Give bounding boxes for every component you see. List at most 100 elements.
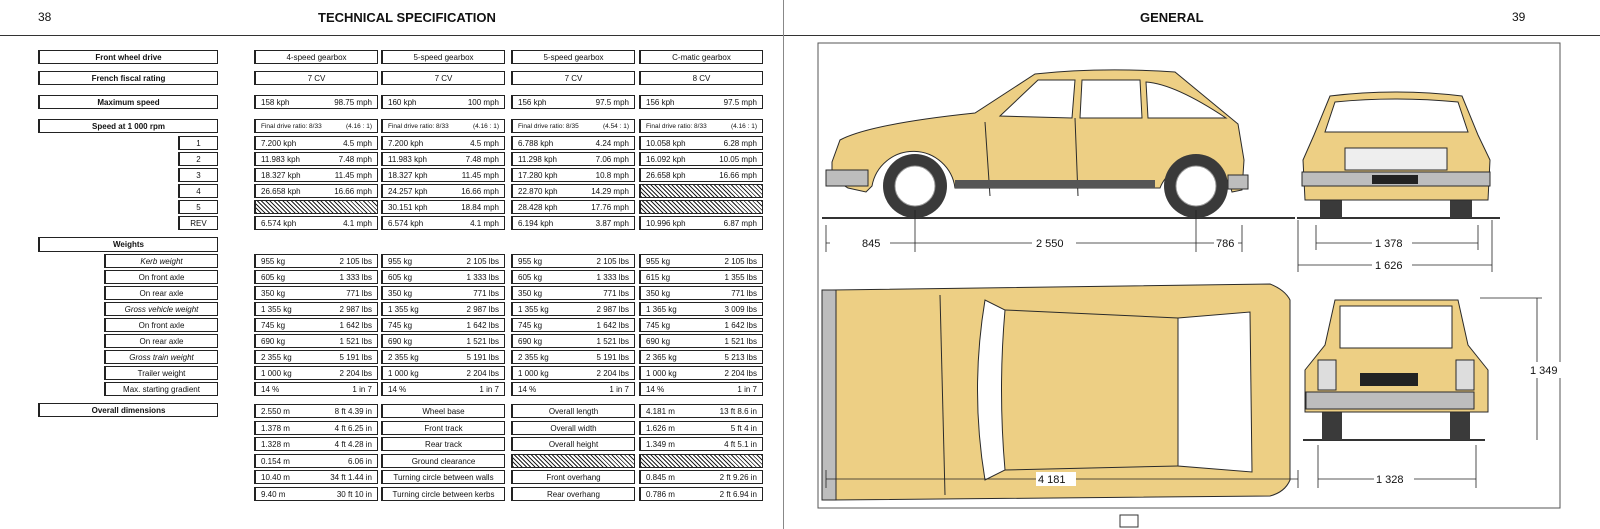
imperial-value: 2 105 lbs xyxy=(724,256,757,266)
gear-label: REV xyxy=(178,216,218,230)
front-plate xyxy=(1372,175,1418,184)
gear-label: 5 xyxy=(178,200,218,214)
left-page-number: 38 xyxy=(38,10,52,24)
dimension-label: Front overhang xyxy=(511,470,635,484)
top-body xyxy=(825,283,1291,501)
metric-value: 9.40 m xyxy=(261,489,286,499)
metric-value: 4.181 m xyxy=(646,406,675,416)
dim-overall-width: 1 626 xyxy=(1375,260,1403,272)
gearbox-header: 5-speed gearbox xyxy=(381,50,505,64)
imperial-value: 5 213 lbs xyxy=(724,352,757,362)
imperial-value: 4.5 mph xyxy=(470,138,499,148)
imperial-value: 1 333 lbs xyxy=(466,272,499,282)
front-hub xyxy=(894,165,936,207)
weight-cell: 14 %1 in 7 xyxy=(639,382,763,396)
imperial-value: 2 ft 6.94 in xyxy=(719,489,757,499)
page-gutter xyxy=(783,0,784,529)
metric-value: 745 kg xyxy=(518,320,543,330)
imperial-value: 3.87 mph xyxy=(595,218,629,228)
not-applicable-cell xyxy=(639,454,763,468)
imperial-value: 2 204 lbs xyxy=(466,368,499,378)
dimension-label: Wheel base xyxy=(381,404,505,418)
imperial-value: 16.66 mph xyxy=(461,186,499,196)
metric-value: 18.327 kph xyxy=(261,170,301,180)
metric-value: 7.200 kph xyxy=(388,138,424,148)
imperial-value: 4.1 mph xyxy=(470,218,499,228)
roof-edge xyxy=(1004,309,1179,319)
imperial-value: 13 ft 8.6 in xyxy=(719,406,757,416)
metric-value: 160 kph xyxy=(388,97,417,107)
metric-value: 14 % xyxy=(646,384,665,394)
metric-value: 1 355 kg xyxy=(261,304,292,314)
imperial-value: 4.24 mph xyxy=(595,138,629,148)
imperial-value: 1 521 lbs xyxy=(596,336,629,346)
weight-cell: 14 %1 in 7 xyxy=(381,382,505,396)
metric-value: 1 355 kg xyxy=(388,304,419,314)
metric-value: 1 000 kg xyxy=(518,368,549,378)
weight-cell: 1 000 kg 2 204 lbs xyxy=(511,366,635,380)
bonnet-line xyxy=(939,294,946,496)
weight-label: On rear axle xyxy=(104,334,218,348)
metric-value: 26.658 kph xyxy=(261,186,301,196)
not-applicable-cell xyxy=(511,454,635,468)
imperial-value: 2 204 lbs xyxy=(339,368,372,378)
dimension-label: Ground clearance xyxy=(381,454,505,468)
dimension-label: Overall height xyxy=(511,437,635,451)
imperial-value: 1 in 7 xyxy=(609,384,629,394)
metric-value: 14 % xyxy=(518,384,537,394)
rear-hub xyxy=(1175,165,1217,207)
imperial-value: 2 105 lbs xyxy=(339,256,372,266)
dim-overall-height: 1 349 xyxy=(1530,365,1558,377)
imperial-value: 1 642 lbs xyxy=(339,320,372,330)
sill xyxy=(955,180,1155,188)
imperial-value: 7.06 mph xyxy=(595,154,629,164)
gearbox-header: 5-speed gearbox xyxy=(511,50,635,64)
metric-value: 605 kg xyxy=(518,272,543,282)
imperial-value: 1 642 lbs xyxy=(466,320,499,330)
metric-value: 10.40 m xyxy=(261,472,290,482)
imperial-value: 14.29 mph xyxy=(591,186,629,196)
top-windscreen xyxy=(977,299,1006,481)
weight-label: On rear axle xyxy=(104,286,218,300)
imperial-value: 1 521 lbs xyxy=(466,336,499,346)
imperial-value: 97.5 mph xyxy=(595,97,629,107)
imperial-value: 4.1 mph xyxy=(343,218,372,228)
imperial-value: 1 642 lbs xyxy=(596,320,629,330)
imperial-value: 2 105 lbs xyxy=(596,256,629,266)
metric-value: 6.194 kph xyxy=(518,218,554,228)
front-view xyxy=(1297,91,1500,219)
imperial-value: 771 lbs xyxy=(346,288,372,298)
imperial-value: 2 987 lbs xyxy=(596,304,629,314)
dimension-label: Turning circle between walls xyxy=(381,470,505,484)
metric-value: 6.574 kph xyxy=(261,218,297,228)
imperial-value: 2 204 lbs xyxy=(596,368,629,378)
final-drive-cell: Final drive ratio: 8/33(4.16 : 1) xyxy=(254,119,378,133)
metric-value: 2 365 kg xyxy=(646,352,677,362)
dim-wheel-base: 2 550 xyxy=(1036,238,1064,250)
final-drive-cell: Final drive ratio: 8/33(4.16 : 1) xyxy=(381,119,505,133)
not-applicable-cell xyxy=(639,200,763,214)
weight-cell: 14 %1 in 7 xyxy=(254,382,378,396)
gear-label: 1 xyxy=(178,136,218,150)
weight-label: Trailer weight xyxy=(104,366,218,380)
